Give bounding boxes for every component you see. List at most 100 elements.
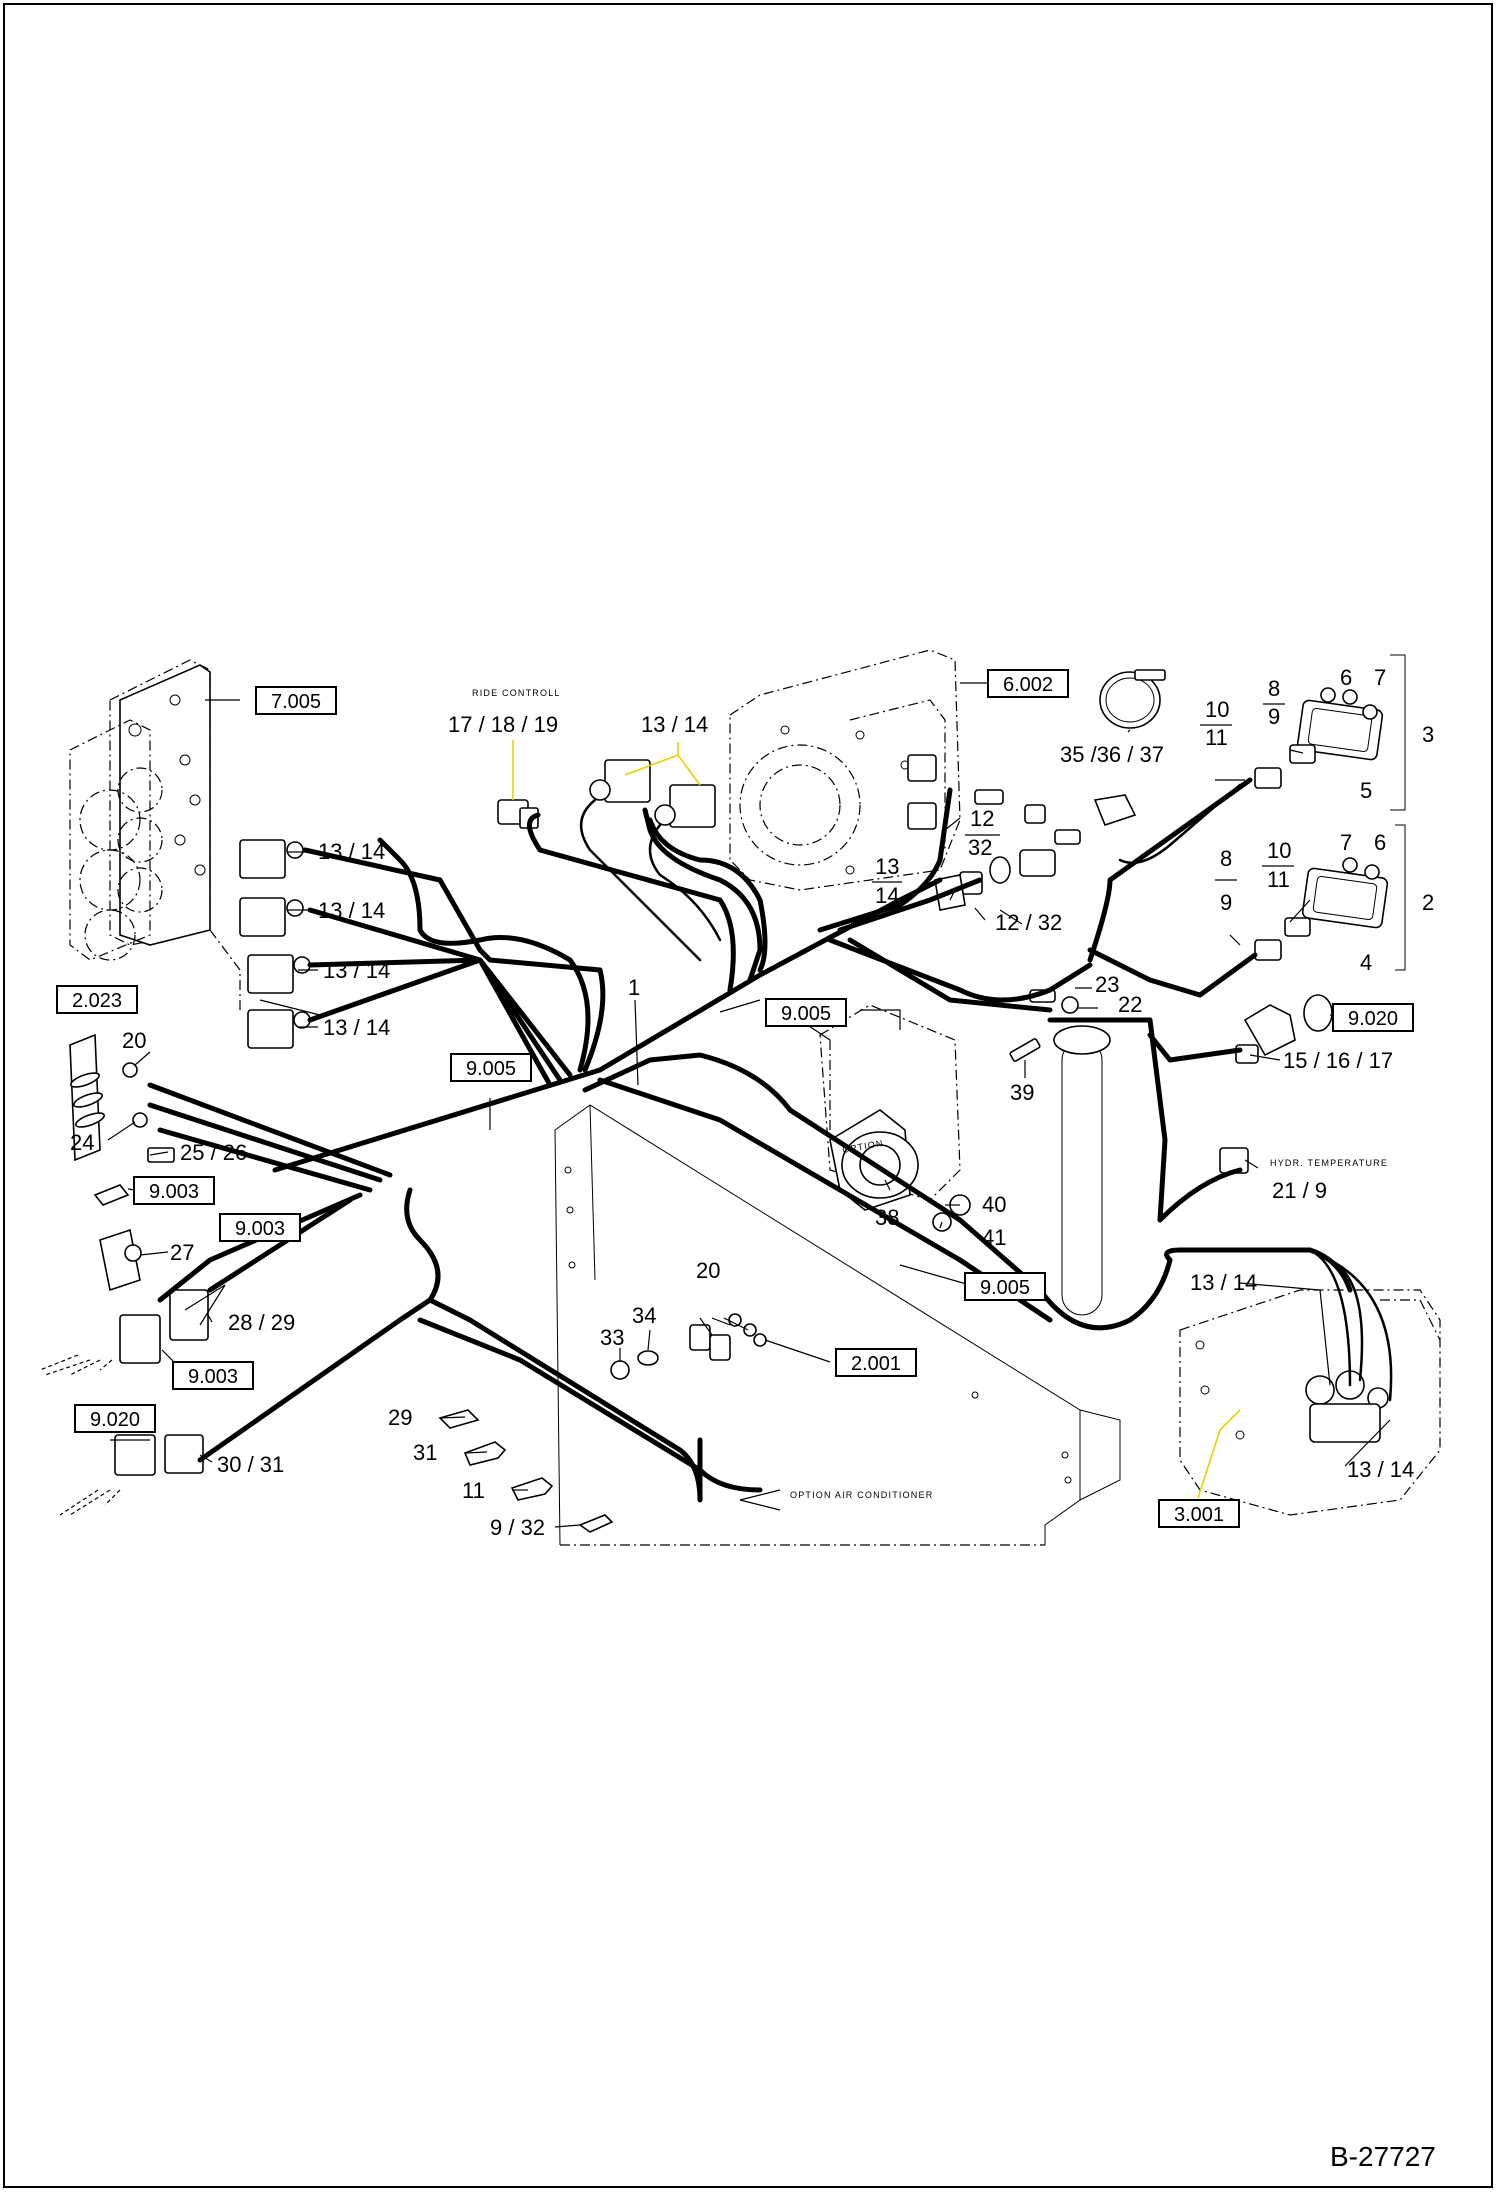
label-1: 1 <box>628 975 640 1000</box>
ref-box-9005-left[interactable]: 9.005 <box>450 1053 532 1082</box>
svg-text:9.005: 9.005 <box>466 1058 516 1080</box>
label-11-lower: 11 <box>1267 867 1290 892</box>
motor-wire-c <box>1318 1253 1393 1402</box>
horn-assembly <box>819 1004 961 1211</box>
ref-box-9003-mid[interactable]: 9.003 <box>219 1213 301 1242</box>
label-7-lower: 7 <box>1340 830 1352 855</box>
label-17-18-19: 17 / 18 / 19 <box>448 712 558 737</box>
label-22: 22 <box>1118 992 1142 1017</box>
label-15-16-17: 15 / 16 / 17 <box>1283 1048 1393 1073</box>
svg-text:9.003: 9.003 <box>188 1366 238 1388</box>
valve-solenoid-connectors <box>239 839 311 1049</box>
label-12-32: 12 / 32 <box>995 910 1062 935</box>
sensor-wire <box>1118 783 1242 865</box>
svg-text:6.002: 6.002 <box>1003 674 1053 696</box>
label-13-14-motor-top: 13 / 14 <box>1190 1270 1257 1295</box>
ref-box-2001[interactable]: 2.001 <box>835 1348 917 1377</box>
work-lamp-lower <box>1254 857 1389 961</box>
label-29: 29 <box>388 1405 412 1430</box>
label-11-upper: 11 <box>1205 725 1228 750</box>
cable-lug-terminals <box>438 1409 614 1533</box>
drawing-number: B-27727 <box>1330 2141 1436 2172</box>
label-23: 23 <box>1095 972 1119 997</box>
svg-text:2.023: 2.023 <box>72 990 122 1012</box>
label-3: 3 <box>1422 722 1434 747</box>
top-solenoid-connectors <box>589 759 716 828</box>
part-labels: 17 / 18 / 19 13 / 14 35 /36 / 37 13 / 14… <box>70 665 1434 1540</box>
motor-wire-a <box>1308 1248 1352 1387</box>
ref-box-9020-right[interactable]: 9.020 <box>1332 1003 1414 1032</box>
label-9-upper: 9 <box>1268 704 1280 729</box>
label-8-upper: 8 <box>1268 676 1280 701</box>
label-7-upper: 7 <box>1374 665 1386 690</box>
label-13-14-valve-4: 13 / 14 <box>323 1015 390 1040</box>
svg-text:9.005: 9.005 <box>980 1277 1030 1299</box>
svg-text:9.020: 9.020 <box>90 1409 140 1431</box>
ref-box-7005[interactable]: 7.005 <box>255 686 337 715</box>
label-40: 40 <box>982 1192 1006 1217</box>
label-13-14-motor-bottom: 13 / 14 <box>1347 1457 1414 1482</box>
ref-box-9005-center[interactable]: 9.005 <box>765 998 847 1027</box>
label-4: 4 <box>1360 950 1372 975</box>
ref-box-9020-left[interactable]: 9.020 <box>74 1404 156 1433</box>
label-27: 27 <box>170 1240 194 1265</box>
label-11: 11 <box>462 1478 485 1503</box>
note-hydr-temperature: HYDR. TEMPERATURE <box>1270 1158 1388 1168</box>
label-14: 14 <box>875 883 899 908</box>
svg-text:9.005: 9.005 <box>781 1003 831 1025</box>
drawing-frame <box>3 3 1493 2188</box>
label-35-36-37: 35 /36 / 37 <box>1060 742 1164 767</box>
label-6-lower: 6 <box>1374 830 1386 855</box>
ref-box-9005-right[interactable]: 9.005 <box>964 1272 1046 1301</box>
label-10-upper: 10 <box>1205 697 1229 722</box>
ref-box-9003-bottom[interactable]: 9.003 <box>172 1361 254 1390</box>
main-wiring-harness <box>147 777 1353 1503</box>
yellow-leader-top-solenoids <box>624 742 701 786</box>
hydraulic-pump <box>729 649 961 891</box>
fuel-level-sensor <box>1029 989 1111 1316</box>
svg-text:9.020: 9.020 <box>1348 1008 1398 1030</box>
label-24: 24 <box>70 1130 94 1155</box>
ref-box-6002[interactable]: 6.002 <box>987 669 1069 698</box>
pin-connector <box>93 1184 130 1206</box>
ref-box-3001[interactable]: 3.001 <box>1158 1499 1240 1528</box>
label-9-lower: 9 <box>1220 890 1232 915</box>
cable-clamp <box>1099 669 1166 729</box>
pressure-fittings <box>934 789 1137 911</box>
svg-text:3.001: 3.001 <box>1174 1504 1224 1526</box>
label-9-32: 9 / 32 <box>490 1515 545 1540</box>
label-41: 41 <box>982 1225 1006 1250</box>
label-13-14-top: 13 / 14 <box>641 712 708 737</box>
ref-box-2023[interactable]: 2.023 <box>56 985 138 1014</box>
label-20-mid: 20 <box>696 1258 720 1283</box>
label-20-left: 20 <box>122 1028 146 1053</box>
note-option-air-conditioner: OPTION AIR CONDITIONER <box>790 1490 933 1500</box>
svg-text:7.005: 7.005 <box>271 691 321 713</box>
solenoid-wire-a <box>580 798 702 962</box>
leader-lines <box>107 682 1391 1528</box>
chassis-frame-outline <box>554 1104 1121 1546</box>
ref-box-9003-top[interactable]: 9.003 <box>133 1176 215 1205</box>
label-28-29: 28 / 29 <box>228 1310 295 1335</box>
label-6-upper: 6 <box>1340 665 1352 690</box>
svg-text:2.001: 2.001 <box>851 1353 901 1375</box>
label-12: 12 <box>970 806 994 831</box>
label-13-14-valve-2: 13 / 14 <box>318 898 385 923</box>
label-39: 39 <box>1010 1080 1034 1105</box>
label-13-14-valve-3: 13 / 14 <box>323 958 390 983</box>
hydraulic-motor <box>1179 1289 1441 1516</box>
label-5: 5 <box>1360 778 1372 803</box>
battery-terminal-plate <box>69 1033 148 1162</box>
label-8-lower: 8 <box>1220 846 1232 871</box>
label-34: 34 <box>632 1303 656 1328</box>
label-13: 13 <box>875 854 899 879</box>
label-32: 32 <box>968 835 992 860</box>
svg-text:9.003: 9.003 <box>149 1181 199 1203</box>
label-33: 33 <box>600 1325 624 1350</box>
label-2: 2 <box>1422 890 1434 915</box>
label-10-lower: 10 <box>1267 838 1291 863</box>
yellow-leader-motor <box>1197 1409 1241 1499</box>
label-38: 38 <box>875 1205 899 1230</box>
control-valve-block <box>69 659 241 1010</box>
